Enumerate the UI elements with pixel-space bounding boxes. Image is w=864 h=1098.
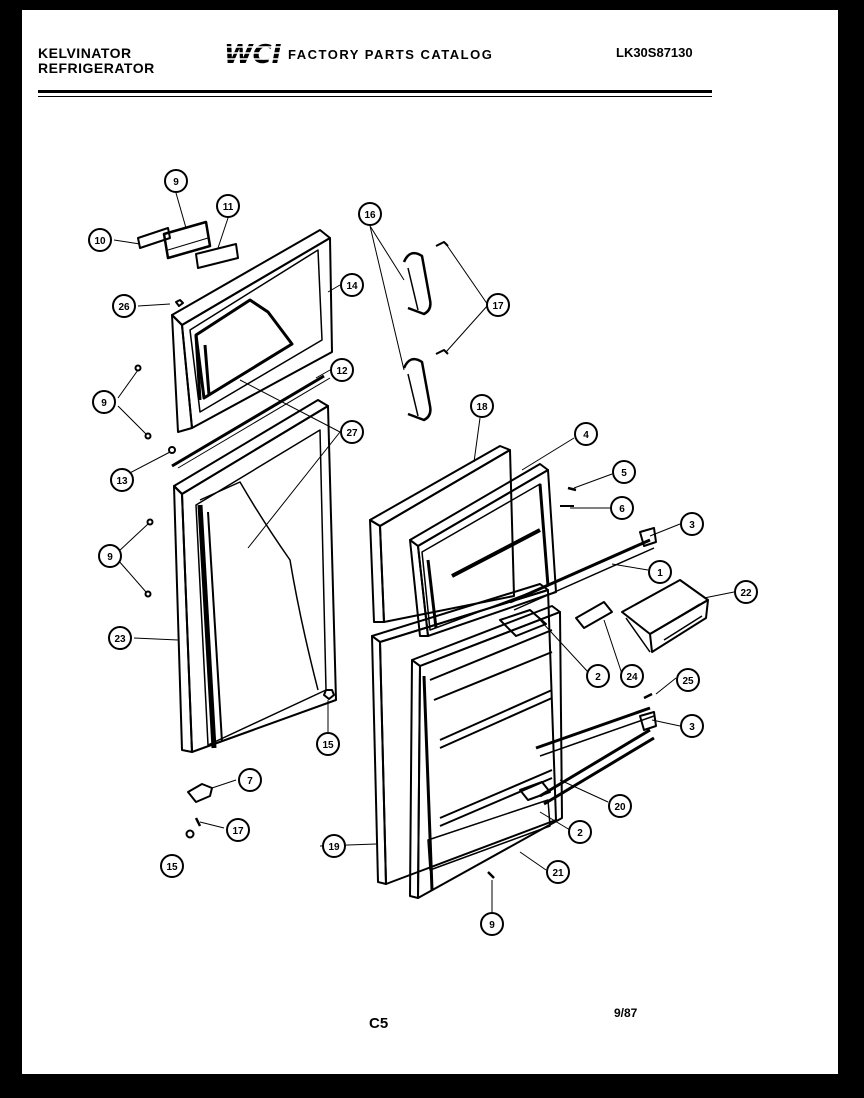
- callout: 3: [680, 714, 704, 738]
- callout-label: 7: [247, 776, 253, 787]
- callout: 2: [568, 820, 592, 844]
- callout-label: 17: [232, 826, 244, 837]
- small-screws: [487, 486, 653, 879]
- callout: 25: [676, 668, 700, 692]
- fresh-food-gasket: [371, 583, 557, 885]
- callout-label: 9: [101, 398, 107, 409]
- callout: 3: [680, 512, 704, 536]
- model-code: LK30S87130: [616, 45, 693, 60]
- callout: 11: [216, 194, 240, 218]
- fresh-food-inner-door: [409, 605, 563, 899]
- callout: 14: [340, 273, 364, 297]
- leader-lines: [113, 192, 735, 912]
- callout-label: 24: [626, 672, 638, 683]
- callout: 10: [88, 228, 112, 252]
- callout: 23: [108, 626, 132, 650]
- callout: 12: [330, 358, 354, 382]
- appliance-type: REFRIGERATOR: [38, 60, 155, 76]
- callout-label: 27: [346, 428, 358, 439]
- callout-label: 25: [682, 676, 694, 687]
- catalog-page: [22, 10, 838, 1074]
- shelf-rails: [509, 527, 657, 806]
- callout-label: 5: [621, 468, 627, 479]
- callout-label: 15: [166, 862, 178, 873]
- brand-name: KELVINATOR: [38, 45, 132, 61]
- callout: 22: [734, 580, 758, 604]
- dairy-compartment-door: [621, 579, 709, 653]
- wci-logo: WCI: [222, 38, 284, 68]
- callout-label: 18: [476, 402, 488, 413]
- header-rule-thick: [38, 90, 712, 93]
- logo-text: WCI: [224, 40, 282, 68]
- callout-label: 9: [173, 177, 179, 188]
- callout-label: 20: [614, 802, 626, 813]
- callout: 19: [322, 834, 346, 858]
- callout: 2: [586, 664, 610, 688]
- callout: 15: [160, 854, 184, 878]
- callout: 6: [610, 496, 634, 520]
- callout-label: 6: [619, 504, 625, 515]
- callout-label: 2: [577, 828, 583, 839]
- page-number: C5: [369, 1015, 389, 1032]
- callout: 17: [226, 818, 250, 842]
- revision-date: 9/87: [614, 1006, 638, 1020]
- callout-label: 3: [689, 520, 695, 531]
- callout: 7: [238, 768, 262, 792]
- nameplate-parts: [137, 220, 239, 307]
- callout-label: 13: [116, 476, 128, 487]
- callout-label: 17: [492, 301, 504, 312]
- callout-label: 4: [583, 430, 589, 441]
- callout: 4: [574, 422, 598, 446]
- callout: 27: [340, 420, 364, 444]
- callout: 17: [486, 293, 510, 317]
- callout-label: 19: [328, 842, 340, 853]
- callout-label: 16: [364, 210, 376, 221]
- callout: 18: [470, 394, 494, 418]
- callout-label: 3: [689, 722, 695, 733]
- freezer-door: [171, 229, 333, 433]
- callout-label: 26: [118, 302, 130, 313]
- callout: 9: [480, 912, 504, 936]
- hinge-bracket: [185, 783, 213, 839]
- callout: 9: [92, 390, 116, 414]
- callout-layer: 10 9 11 26 14 9 12 27 13 9 23 15 7 17 15…: [88, 169, 758, 936]
- callout-label: 2: [595, 672, 601, 683]
- callout-label: 23: [114, 634, 126, 645]
- header-rule-thin: [38, 96, 712, 97]
- brand-block: KELVINATOR REFRIGERATOR: [38, 46, 155, 76]
- dairy-latch: [575, 601, 613, 629]
- screw-group-a: [134, 364, 335, 700]
- callout-label: 11: [223, 202, 234, 213]
- callout-label: 9: [107, 552, 113, 563]
- callout-label: 21: [552, 868, 564, 879]
- callout-label: 10: [94, 236, 106, 247]
- callout: 21: [546, 860, 570, 884]
- callout: 16: [358, 202, 382, 226]
- freezer-gasket: [369, 445, 515, 623]
- callout: 1: [648, 560, 672, 584]
- callout-label: 12: [336, 366, 348, 377]
- callout-label: 9: [489, 920, 495, 931]
- catalog-title: FACTORY PARTS CATALOG: [288, 47, 494, 62]
- callout: 9: [164, 169, 188, 193]
- callout-label: 14: [346, 281, 358, 292]
- callout: 13: [110, 468, 134, 492]
- callout: 24: [620, 664, 644, 688]
- door-trim-strip: [171, 374, 331, 469]
- fresh-food-door: [173, 399, 337, 753]
- callout: 9: [98, 544, 122, 568]
- callout: 5: [612, 460, 636, 484]
- callout-label: 15: [322, 740, 334, 751]
- callout-label: 1: [657, 568, 663, 579]
- callout: 15: [316, 732, 340, 756]
- callout-label: 22: [740, 588, 752, 599]
- callout: 20: [608, 794, 632, 818]
- callout: 26: [112, 294, 136, 318]
- door-handles: [402, 241, 449, 422]
